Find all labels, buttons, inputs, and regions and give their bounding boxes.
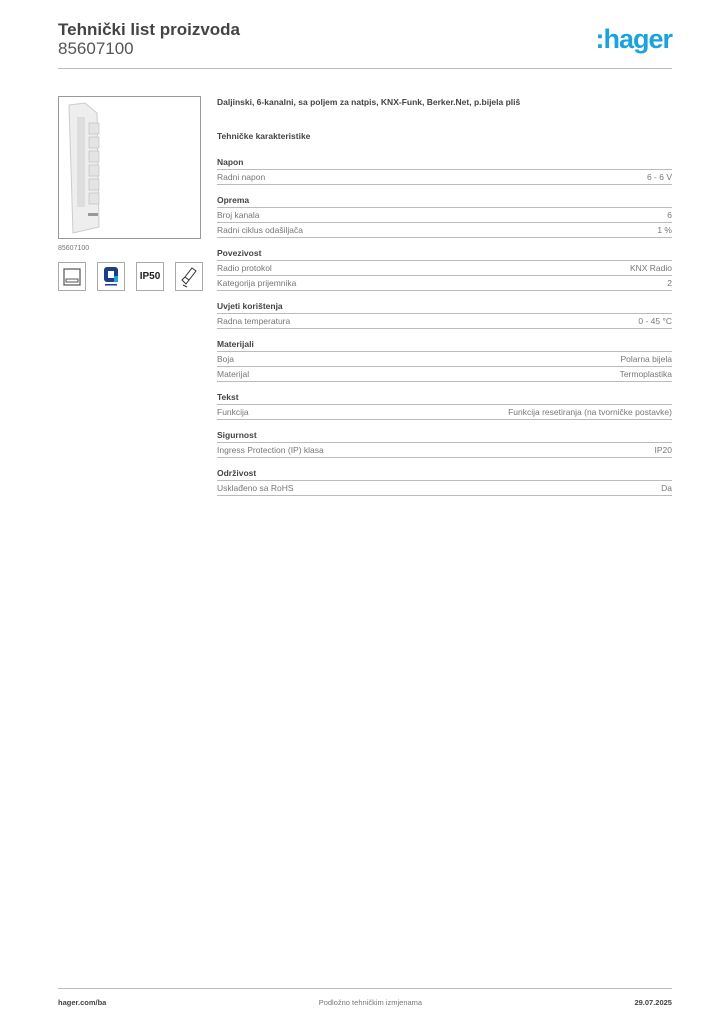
product-number: 85607100 xyxy=(58,39,134,58)
section-title: Oprema xyxy=(217,194,672,208)
spec-row: Radna temperatura 0 - 45 °C xyxy=(217,314,672,329)
spec-row: Radni ciklus odašiljača 1 % xyxy=(217,223,672,238)
spec-value: 6 - 6 V xyxy=(646,172,672,182)
footer-note: Podložno tehničkim izmjenama xyxy=(318,998,423,1007)
spec-label: Radni napon xyxy=(217,172,266,182)
section-title: Tekst xyxy=(217,391,672,405)
spec-value: Da xyxy=(661,483,672,493)
hand-held-remote-icon xyxy=(175,262,203,291)
divider xyxy=(58,988,672,989)
spec-row: Radio protokol KNX Radio xyxy=(217,261,672,276)
spec-row: Kategorija prijemnika 2 xyxy=(217,276,672,291)
product-image xyxy=(58,96,201,239)
spec-label: Ingress Protection (IP) klasa xyxy=(217,445,324,455)
spec-label: Broj kanala xyxy=(217,210,260,220)
spec-value: 2 xyxy=(667,278,672,288)
page-title: Tehnički list proizvoda xyxy=(58,20,240,39)
spec-value: KNX Radio xyxy=(629,263,672,273)
spec-row: Usklađeno sa RoHS Da xyxy=(217,481,672,496)
spec-label: Radni ciklus odašiljača xyxy=(217,225,303,235)
section-title: Materijali xyxy=(217,338,672,352)
spec-value: 1 % xyxy=(657,225,672,235)
main-content: Daljinski, 6-kanalni, sa poljem za natpi… xyxy=(217,96,672,505)
spec-row: Broj kanala 6 xyxy=(217,208,672,223)
spec-value: Funkcija resetiranja (na tvorničke posta… xyxy=(508,407,672,417)
section-title: Napon xyxy=(217,156,672,170)
surface-mount-icon xyxy=(58,262,86,291)
divider xyxy=(58,68,672,69)
section-title: Povezivost xyxy=(217,247,672,261)
spec-label: Radio protokol xyxy=(217,263,272,273)
spec-value: Termoplastika xyxy=(619,369,672,379)
section-title: Održivost xyxy=(217,467,672,481)
spec-row: Ingress Protection (IP) klasa IP20 xyxy=(217,443,672,458)
spec-row: Funkcija Funkcija resetiranja (na tvornič… xyxy=(217,405,672,420)
spec-row: Boja Polarna bijela xyxy=(217,352,672,367)
footer: hager.com/ba Podložno tehničkim izmjenam… xyxy=(58,998,672,1007)
spec-label: Usklađeno sa RoHS xyxy=(217,483,294,493)
quicklink-icon xyxy=(97,262,125,291)
spec-value: IP20 xyxy=(654,445,673,455)
spec-value: 6 xyxy=(667,210,672,220)
spec-row: Radni napon 6 - 6 V xyxy=(217,170,672,185)
hager-logo: :hager xyxy=(595,24,673,54)
section-title: Uvjeti korištenja xyxy=(217,300,672,314)
ip-rating-icon: IP50 xyxy=(136,262,164,291)
spec-value: Polarna bijela xyxy=(620,354,672,364)
spec-label: Kategorija prijemnika xyxy=(217,278,297,288)
spec-value: 0 - 45 °C xyxy=(638,316,672,326)
spec-label: Boja xyxy=(217,354,235,364)
footer-website[interactable]: hager.com/ba xyxy=(58,998,107,1007)
section-title: Sigurnost xyxy=(217,429,672,443)
product-description: Daljinski, 6-kanalni, sa poljem za natpi… xyxy=(217,97,521,107)
footer-date: 29.07.2025 xyxy=(634,998,672,1007)
specs-heading: Tehničke karakteristike xyxy=(217,131,311,141)
spec-label: Radna temperatura xyxy=(217,316,291,326)
image-caption: 85607100 xyxy=(58,245,90,252)
spec-label: Funkcija xyxy=(217,407,249,417)
feature-icons: IP50 xyxy=(58,262,203,291)
spec-label: Materijal xyxy=(217,369,250,379)
spec-row: Materijal Termoplastika xyxy=(217,367,672,382)
